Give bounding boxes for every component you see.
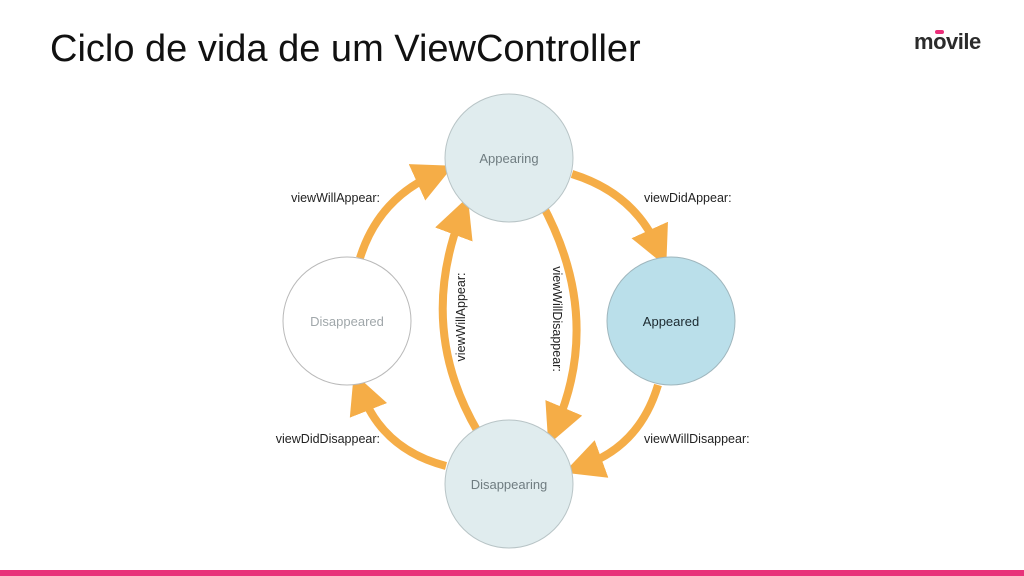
arrow-disappeared-to-appearing [356, 164, 454, 260]
state-appearing-label: Appearing [479, 151, 538, 166]
label-appearing-to-appeared: viewDidAppear: [644, 191, 732, 205]
state-disappeared-label: Disappeared [310, 314, 384, 329]
arrow-disappearing-to-appearing [435, 197, 482, 435]
label-disappearing-to-disappeared: viewDidDisappear: [276, 432, 380, 446]
label-appeared-to-disappearing: viewWillDisappear: [644, 432, 750, 446]
arrow-appearing-to-appeared [570, 170, 668, 267]
state-disappearing: Disappearing [444, 419, 574, 549]
label-appearing-to-disappearing: viewWillDisappear: [550, 266, 564, 372]
label-disappearing-to-appearing: viewWillAppear: [454, 273, 468, 362]
state-appeared: Appeared [606, 256, 736, 386]
movile-logo: movile [914, 29, 981, 54]
state-disappeared: Disappeared [282, 256, 412, 386]
arrow-appearing-to-disappearing [537, 200, 583, 445]
label-disappeared-to-appearing: viewWillAppear: [291, 191, 380, 205]
page-title: Ciclo de vida de um ViewController [50, 28, 641, 70]
state-appearing: Appearing [444, 93, 574, 223]
arrow-appeared-to-disappearing [563, 383, 662, 478]
accent-bar [0, 570, 1024, 576]
state-appeared-label: Appeared [643, 314, 699, 329]
state-disappearing-label: Disappearing [471, 477, 548, 492]
arrow-disappearing-to-disappeared [349, 373, 448, 470]
